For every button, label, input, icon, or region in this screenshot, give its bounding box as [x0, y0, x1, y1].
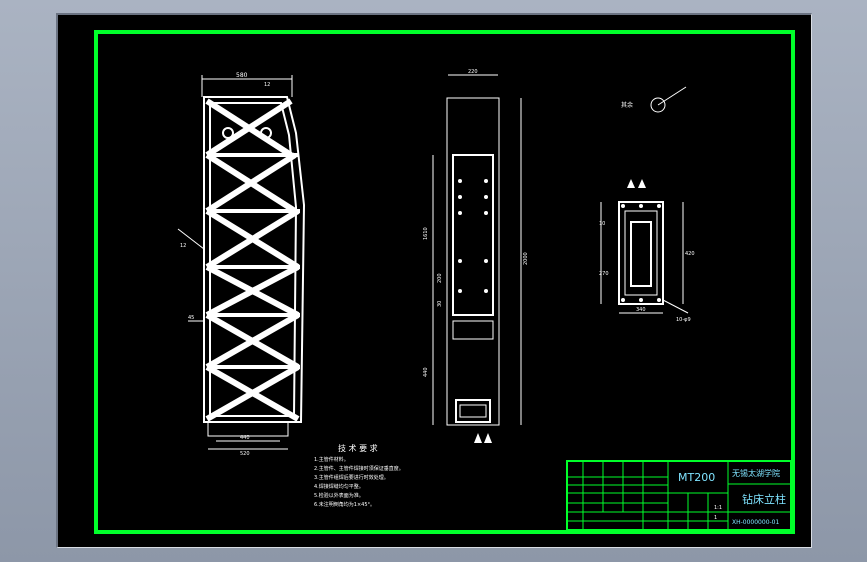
dim-frame-bottom-outer: 520 [240, 451, 250, 457]
dim-column-height: 2000 [523, 252, 529, 265]
dim-frame-bottom-inner: 440 [240, 435, 250, 441]
tech-line-5: 5.检验以外表面为准。 [314, 492, 364, 499]
title-model: MT200 [678, 471, 715, 484]
surface-note: 其余 [621, 101, 633, 109]
cad-drawing: 580 12 [94, 30, 795, 534]
section-hole-note: 10-φ9 [676, 317, 691, 323]
title-sheet: 1 [714, 515, 717, 521]
dim-section-bottom: 340 [636, 307, 646, 313]
column-view: 220 1610 2000 200 30 440 [423, 69, 529, 443]
dim-column-top: 220 [468, 69, 478, 75]
dim-column-upper: 1610 [423, 227, 429, 240]
tech-title: 技 术 要 求 [338, 443, 378, 453]
drawing-canvas[interactable]: 580 12 [56, 13, 812, 548]
drawing-frame [94, 30, 795, 534]
tech-line-1: 1.主管件材料。 [314, 456, 349, 463]
dim-column-low: 30 [437, 301, 443, 307]
dim-frame-angle: 45 [188, 315, 194, 321]
tech-line-6: 6.未注明倒角均为1×45°。 [314, 501, 375, 508]
title-scale: 1:1 [714, 505, 722, 511]
dim-column-mid: 200 [437, 273, 443, 283]
title-school: 无锡太湖学院 [732, 468, 780, 478]
dim-section-left-bottom: 270 [599, 271, 609, 277]
dim-frame-side: 12 [180, 243, 186, 249]
tech-line-4: 4.焊接焊缝均匀平整。 [314, 483, 364, 490]
section-view: 其余 10 270 420 340 10-φ9 [599, 86, 695, 323]
dim-frame-width: 580 [236, 72, 248, 79]
tech-line-2: 2.主管件、主管件焊接时须保证垂直度。 [314, 465, 404, 472]
title-drawing-no: XH-0000000-01 [732, 519, 779, 526]
dim-section-left-top: 10 [599, 221, 605, 227]
tech-requirements: 技 术 要 求 1.主管件材料。 2.主管件、主管件焊接时须保证垂直度。 3.主… [314, 443, 404, 508]
title-part-name: 钻床立柱 [742, 492, 786, 506]
dim-frame-top-small: 12 [264, 82, 270, 88]
title-block: MT200 无锡太湖学院 钻床立柱 XH-0000000-01 1:1 1 [566, 460, 792, 531]
dim-section-right: 420 [685, 251, 695, 257]
truss-view: 580 12 [177, 72, 306, 457]
dim-column-bottom: 440 [423, 367, 429, 377]
tech-line-3: 3.主管件组焊后要进行时效处理。 [314, 474, 389, 481]
